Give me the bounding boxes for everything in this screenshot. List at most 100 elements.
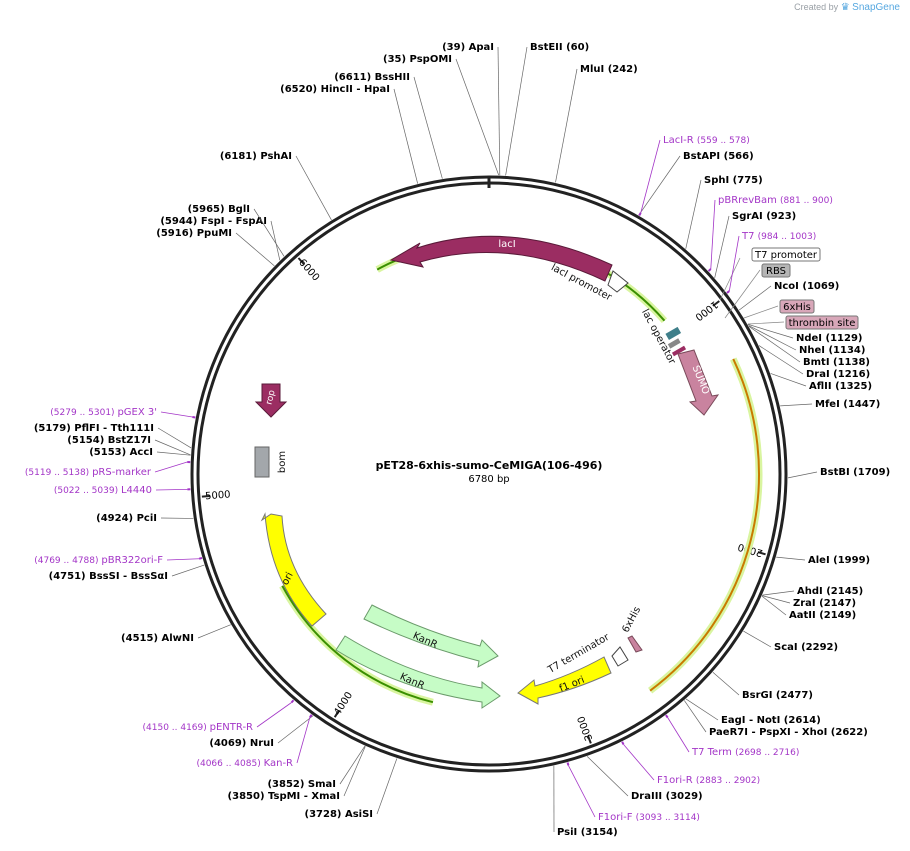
primer-label[interactable]: LacI-R (559 .. 578) [663, 135, 750, 146]
restriction-site-label[interactable]: (39) ApaI [442, 42, 494, 53]
restriction-site-label[interactable]: (3852) SmaI [267, 779, 336, 790]
restriction-site-label[interactable]: (35) PspOMI [383, 54, 452, 65]
feature-ori-arrow[interactable] [260, 512, 327, 627]
restriction-site-label[interactable]: (5916) PpuMI [156, 228, 232, 239]
ruler-tick-label: 4000 [332, 690, 355, 717]
restriction-site-label[interactable]: BstEII (60) [530, 42, 589, 53]
site-leader [376, 758, 398, 815]
feature-f1ori-arrow[interactable] [517, 656, 612, 705]
restriction-site-label[interactable]: (6611) BssHII [334, 72, 410, 83]
restriction-site-label[interactable]: BmtI (1138) [803, 357, 870, 368]
primer-label[interactable]: pBRrevBam (881 .. 900) [718, 195, 833, 206]
primer-label[interactable]: (4769 .. 4788) pBR322ori-F [34, 555, 163, 566]
feature-lacI-promoter-arrow[interactable] [607, 270, 629, 293]
primer-label[interactable]: F1ori-F (3093 .. 3114) [598, 812, 700, 823]
primer-label[interactable]: F1ori-R (2883 .. 2902) [657, 775, 760, 786]
primer-label[interactable]: (5119 .. 5138) pRS-marker [25, 467, 152, 478]
restriction-site-label[interactable]: (3850) TspMI - XmaI [228, 791, 340, 802]
restriction-site-label[interactable]: (5154) BstZ17I [67, 435, 151, 446]
site-leader [235, 232, 275, 267]
restriction-site-label[interactable]: NheI (1134) [799, 345, 865, 356]
ruler-tick [757, 551, 766, 556]
restriction-site-label[interactable]: AhdI (2145) [797, 586, 863, 597]
box-RBS [761, 263, 791, 278]
restriction-site-label[interactable]: (5965) BglI [188, 204, 250, 215]
restriction-site-label[interactable]: (6181) PshAI [220, 151, 292, 162]
restriction-site-label[interactable]: (5944) FspI - FspAI [160, 216, 267, 227]
site-leader [413, 76, 443, 179]
restriction-site-label[interactable]: (6520) HincII - HpaI [280, 84, 390, 95]
restriction-site-label[interactable]: DraI (1216) [806, 369, 870, 380]
restriction-site-label[interactable]: SphI (775) [704, 175, 763, 186]
ruler-tick [333, 709, 340, 718]
site-leader [197, 624, 231, 639]
site-leader [758, 345, 804, 375]
restriction-site-label[interactable]: (5153) AccI [89, 447, 153, 458]
restriction-site-label[interactable]: BstBI (1709) [820, 467, 890, 478]
feature-rop-arrow[interactable] [254, 383, 288, 418]
restriction-site-label[interactable]: AflII (1325) [809, 381, 872, 392]
restriction-site-label[interactable]: PsiI (3154) [557, 827, 618, 838]
site-leader [270, 220, 281, 261]
site-leader [156, 451, 191, 456]
restriction-site-label[interactable]: EagI - NotI (2614) [721, 715, 821, 726]
restriction-site-label[interactable]: (4924) PciI [96, 513, 157, 524]
ruler-tick-label: 1000 [693, 298, 720, 322]
site-leader [748, 326, 801, 363]
feature-SUMO-arrow[interactable] [677, 349, 720, 416]
restriction-site-label[interactable]: BsrGI (2477) [742, 690, 813, 701]
leader-6xhis [743, 305, 779, 319]
site-leader [712, 671, 740, 696]
primer-label[interactable]: (4150 .. 4169) pENTR-R [143, 722, 254, 733]
restriction-site-label[interactable]: SgrAI (923) [732, 211, 796, 222]
restriction-site-label[interactable]: ScaI (2292) [774, 642, 838, 653]
site-leader [295, 155, 332, 221]
restriction-site-label[interactable]: (4069) NruI [209, 738, 274, 749]
restriction-site-label[interactable]: ZraI (2147) [793, 598, 856, 609]
restriction-site-label[interactable]: AatII (2149) [789, 610, 856, 621]
features-layer: lacI lacI promoter lac operator SUMO rop… [254, 235, 720, 709]
leader-T7-promoter [719, 257, 741, 301]
site-leader [684, 700, 707, 733]
restriction-site-label[interactable]: DraIII (3029) [631, 791, 703, 802]
site-leader [253, 208, 285, 257]
plasmid-length: 6780 bp [468, 474, 509, 485]
site-leader [738, 285, 772, 311]
restriction-site-label[interactable]: (4751) BssSI - BssSαI [49, 571, 168, 582]
restriction-site-label[interactable]: MluI (242) [580, 64, 638, 75]
restriction-site-label[interactable]: (4515) AlwNI [121, 633, 194, 644]
site-leader [157, 427, 192, 449]
restriction-site-label[interactable]: BstAPI (566) [683, 151, 754, 162]
feature-6xhis-box[interactable] [671, 345, 687, 357]
restriction-site-label[interactable]: (3728) AsiSI [305, 809, 374, 820]
feature-label-rop: rop [264, 389, 277, 406]
primer-label[interactable]: (5279 .. 5301) pGEX 3' [50, 407, 157, 418]
credit-brand: SnapGene [852, 2, 900, 13]
site-leader [762, 590, 795, 596]
feature-T7-terminator-arrow[interactable] [611, 646, 629, 667]
feature-lac-operator-box[interactable] [665, 326, 682, 340]
feature-bom-box[interactable] [254, 446, 270, 478]
ruler-tick-label: 6000 [296, 257, 321, 283]
site-leader [743, 630, 772, 648]
site-leader [171, 564, 205, 577]
primer-label[interactable]: T7 (984 .. 1003) [741, 231, 816, 242]
primer-label[interactable]: (4066 .. 4085) Kan-R [196, 758, 293, 769]
restriction-site-label[interactable]: MfeI (1447) [815, 399, 880, 410]
box-T7-promoter [751, 247, 821, 262]
restriction-site-label[interactable]: (5179) PflFI - Tth111I [34, 423, 154, 434]
feature-KanR-arrow-2[interactable] [335, 635, 501, 709]
primer-label[interactable]: (5022 .. 5039) L4440 [54, 485, 152, 496]
primer-label[interactable]: T7 Term (2698 .. 2716) [691, 747, 799, 758]
feature-KanR-arrow-1[interactable] [363, 604, 499, 668]
primer-leader [296, 717, 311, 764]
orf-main-arc [649, 358, 760, 692]
feature-rbs-box[interactable] [667, 338, 681, 349]
restriction-site-label[interactable]: NdeI (1129) [796, 333, 862, 344]
feature-6xhis-c-term[interactable] [627, 635, 643, 653]
feature-lacI-arrow[interactable] [389, 235, 613, 282]
restriction-site-label[interactable]: NcoI (1069) [774, 281, 839, 292]
restriction-site-label[interactable]: PaeR7I - PspXI - XhoI (2622) [709, 727, 868, 738]
restriction-site-label[interactable]: AleI (1999) [808, 555, 870, 566]
